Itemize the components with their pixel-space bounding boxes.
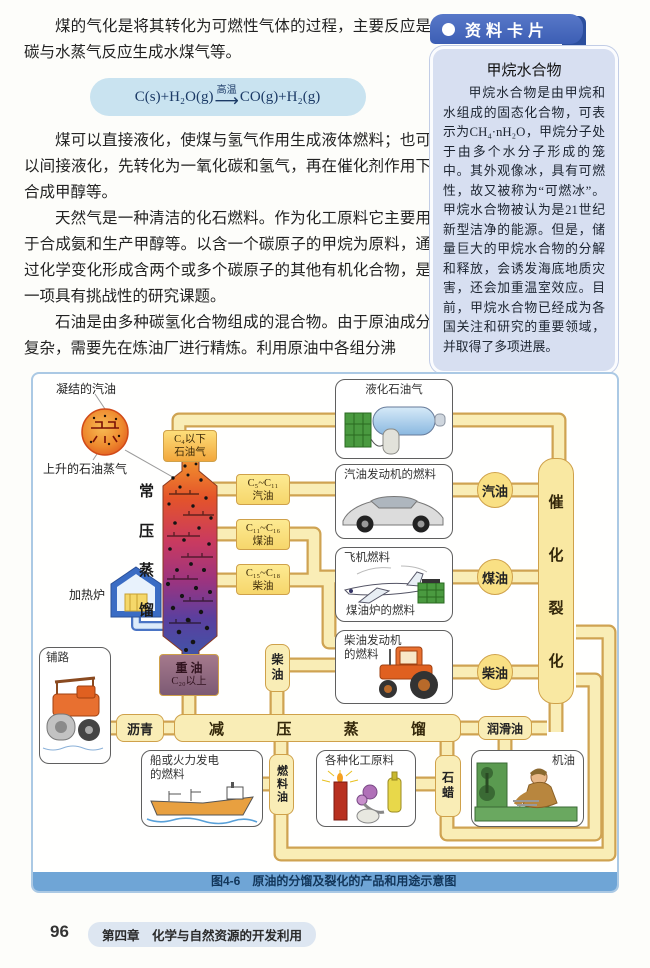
wax-node: 石蜡 [435, 755, 461, 817]
condensed-gasoline-label: 凝结的汽油 [56, 382, 117, 396]
arrow-icon: ⟶ [214, 91, 239, 111]
diesel-node: 柴油 [477, 654, 513, 690]
bullet-circle-icon [442, 22, 455, 36]
card-header: 资料卡片 [430, 14, 583, 44]
figure-caption: 图4-6 原油的分馏及裂化的产品和用途示意图 [33, 872, 617, 891]
inset-dots [89, 414, 121, 446]
equation-lhs: C(s)+H₂O(g) [134, 89, 214, 105]
inset-tray-icon [91, 421, 119, 443]
product-box-paving: 铺路 [39, 647, 111, 764]
main-text-column: 煤的气化是将其转化为可燃性气体的过程，主要反应是碳与水蒸气反应生成水煤气等。 C… [24, 14, 431, 362]
product-box-machine-oil: 机油 [471, 750, 584, 827]
fraction-box-diesel: C₁₅~C₁₈ 柴油 [236, 564, 290, 595]
road-roller-icon [42, 676, 104, 751]
chemicals-icon [321, 770, 402, 824]
airplane-icon [344, 565, 428, 604]
paragraph-coal-liquefaction: 煤可以直接液化，使煤与氢气作用生成液体燃料；也可以间接液化，先转化为一氧化碳和氢… [24, 132, 431, 201]
reaction-arrow: 高温⟶ [214, 85, 239, 111]
chapter-title-pill: 第四章 化学与自然资源的开发利用 [88, 922, 317, 947]
ship-icon [146, 782, 258, 825]
chemical-equation-box: C(s)+H₂O(g)高温⟶CO(g)+H₂(g) [89, 78, 366, 116]
asphalt-node: 沥青 [116, 714, 164, 742]
card-title: 甲烷水合物 [486, 63, 562, 79]
diesel-side-node: 柴油 [265, 644, 290, 692]
product-box-plane: 飞机燃料 煤油炉的燃料 [335, 547, 453, 622]
equation-rhs: CO(g)+H₂(g) [239, 89, 321, 105]
bubble-dots [165, 462, 213, 652]
atmospheric-distillation-label: 常 压 蒸 馏 [139, 484, 155, 619]
fraction-box-c4-gas: C₄以下 石油气 [163, 430, 217, 462]
product-box-tractor: 柴油发动机的燃料 [335, 630, 453, 704]
tray-lines [167, 490, 214, 624]
tractor-icon [379, 646, 438, 699]
product-box-car: 汽油发动机的燃料 [335, 464, 453, 539]
pipes-and-column-drawing [81, 393, 617, 874]
stove-icon [417, 579, 445, 604]
fraction-box-gasoline: C₅~C₁₁ 汽油 [236, 474, 290, 505]
lpg-tank-icon [344, 406, 446, 455]
reaction-condition: 高温 [216, 85, 237, 96]
rising-vapor-label: 上升的石油蒸气 [43, 462, 128, 476]
paragraph-petroleum: 石油是由多种碳氢化合物组成的混合物。由于原油成分复杂，需要先在炼油厂进行精炼。利… [24, 314, 431, 357]
card-body-text: 甲烷水合物是由甲烷和水组成的固态化合物，可表示为CH₄·nH₂O，甲烷分子处于由… [443, 86, 605, 354]
page-number: 96 [50, 922, 69, 941]
fuel-oil-node: 燃料油 [269, 754, 294, 815]
paragraph-natural-gas: 天然气是一种清洁的化石燃料。作为化工原料它主要用于合成氨和生产甲醇等。以含一个碳… [24, 210, 431, 305]
heavy-oil-box: 重 油 C₂₀以上 [159, 654, 219, 696]
catalytic-cracking-column: 催 化 裂 化 [538, 458, 574, 704]
product-box-ship: 船或火力发电的燃料 [141, 750, 263, 827]
tray-inset-circle [81, 408, 129, 456]
product-box-lpg: 液化石油气 [335, 379, 453, 459]
kerosene-node: 煤油 [477, 559, 513, 595]
car-icon [342, 496, 444, 533]
data-card: 甲烷水合物 甲烷水合物是由甲烷和水组成的固态化合物，可表示为CH₄·nH₂O，甲… [430, 46, 618, 374]
furnace-icon [110, 566, 162, 618]
paragraph-coal-gasification: 煤的气化是将其转化为可燃性气体的过程，主要反应是碳与水蒸气反应生成水煤气等。 [24, 18, 431, 61]
card-header-label: 资料卡片 [465, 23, 550, 40]
heating-furnace-label: 加热炉 [69, 588, 106, 602]
machinist-icon [474, 762, 578, 822]
figure-4-6: 凝结的汽油 上升的石油蒸气 加热炉 常 压 蒸 馏 C₄以下 石油气 C₅~C₁… [31, 372, 619, 893]
gasoline-node: 汽油 [477, 472, 513, 508]
lube-oil-node: 润滑油 [478, 716, 532, 740]
vacuum-distillation-bar: 减 压 蒸 馏 [174, 714, 461, 742]
product-box-chem: 各种化工原料 [316, 750, 416, 827]
fraction-box-kerosene: C₁₁~C₁₆ 煤油 [236, 519, 290, 550]
